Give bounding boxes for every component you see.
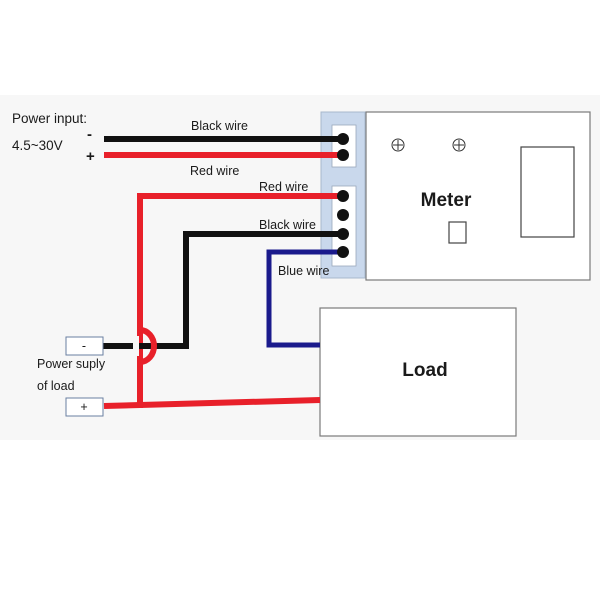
load-supply-label-line2: of load xyxy=(37,379,75,393)
wire-red-supply xyxy=(137,193,342,408)
terminal-6-icon xyxy=(337,246,349,258)
terminal-4-icon xyxy=(337,209,349,221)
terminal-5-icon xyxy=(337,228,349,240)
label-red-wire: Red wire xyxy=(259,180,308,194)
wire-red-load xyxy=(103,397,321,409)
meter-screw-left-icon xyxy=(391,138,405,152)
label-blue-wire: Blue wire xyxy=(278,264,329,278)
terminal-3-icon xyxy=(337,190,349,202)
load-box xyxy=(319,307,517,437)
load-supply-plus: + xyxy=(80,400,87,414)
label-black-wire: Black wire xyxy=(259,218,316,232)
power-input-title: Power input: xyxy=(12,111,87,126)
meter-small-window xyxy=(448,221,467,244)
crossover-gap xyxy=(133,336,139,356)
label-top-red-wire: Red wire xyxy=(190,164,239,178)
wire-blue xyxy=(266,249,342,348)
load-supply-minus: - xyxy=(82,339,86,353)
load-supply-label-line1: Power suply xyxy=(37,357,106,371)
terminal-2-icon xyxy=(337,149,349,161)
load-supply-plus-terminal xyxy=(65,397,104,417)
load-supply-minus-terminal xyxy=(65,336,104,356)
power-input-plus: + xyxy=(86,148,95,165)
meter-screw-right-icon xyxy=(452,138,466,152)
meter-display-window xyxy=(520,146,575,238)
terminal-1-icon xyxy=(337,133,349,145)
wire-black-supply xyxy=(103,231,342,349)
wire-red-crossover xyxy=(139,327,157,365)
power-input-minus: - xyxy=(87,126,92,143)
load-label: Load xyxy=(402,360,447,381)
label-top-black-wire: Black wire xyxy=(191,119,248,133)
meter-label: Meter xyxy=(421,190,472,211)
power-input-voltage: 4.5~30V xyxy=(12,138,63,153)
